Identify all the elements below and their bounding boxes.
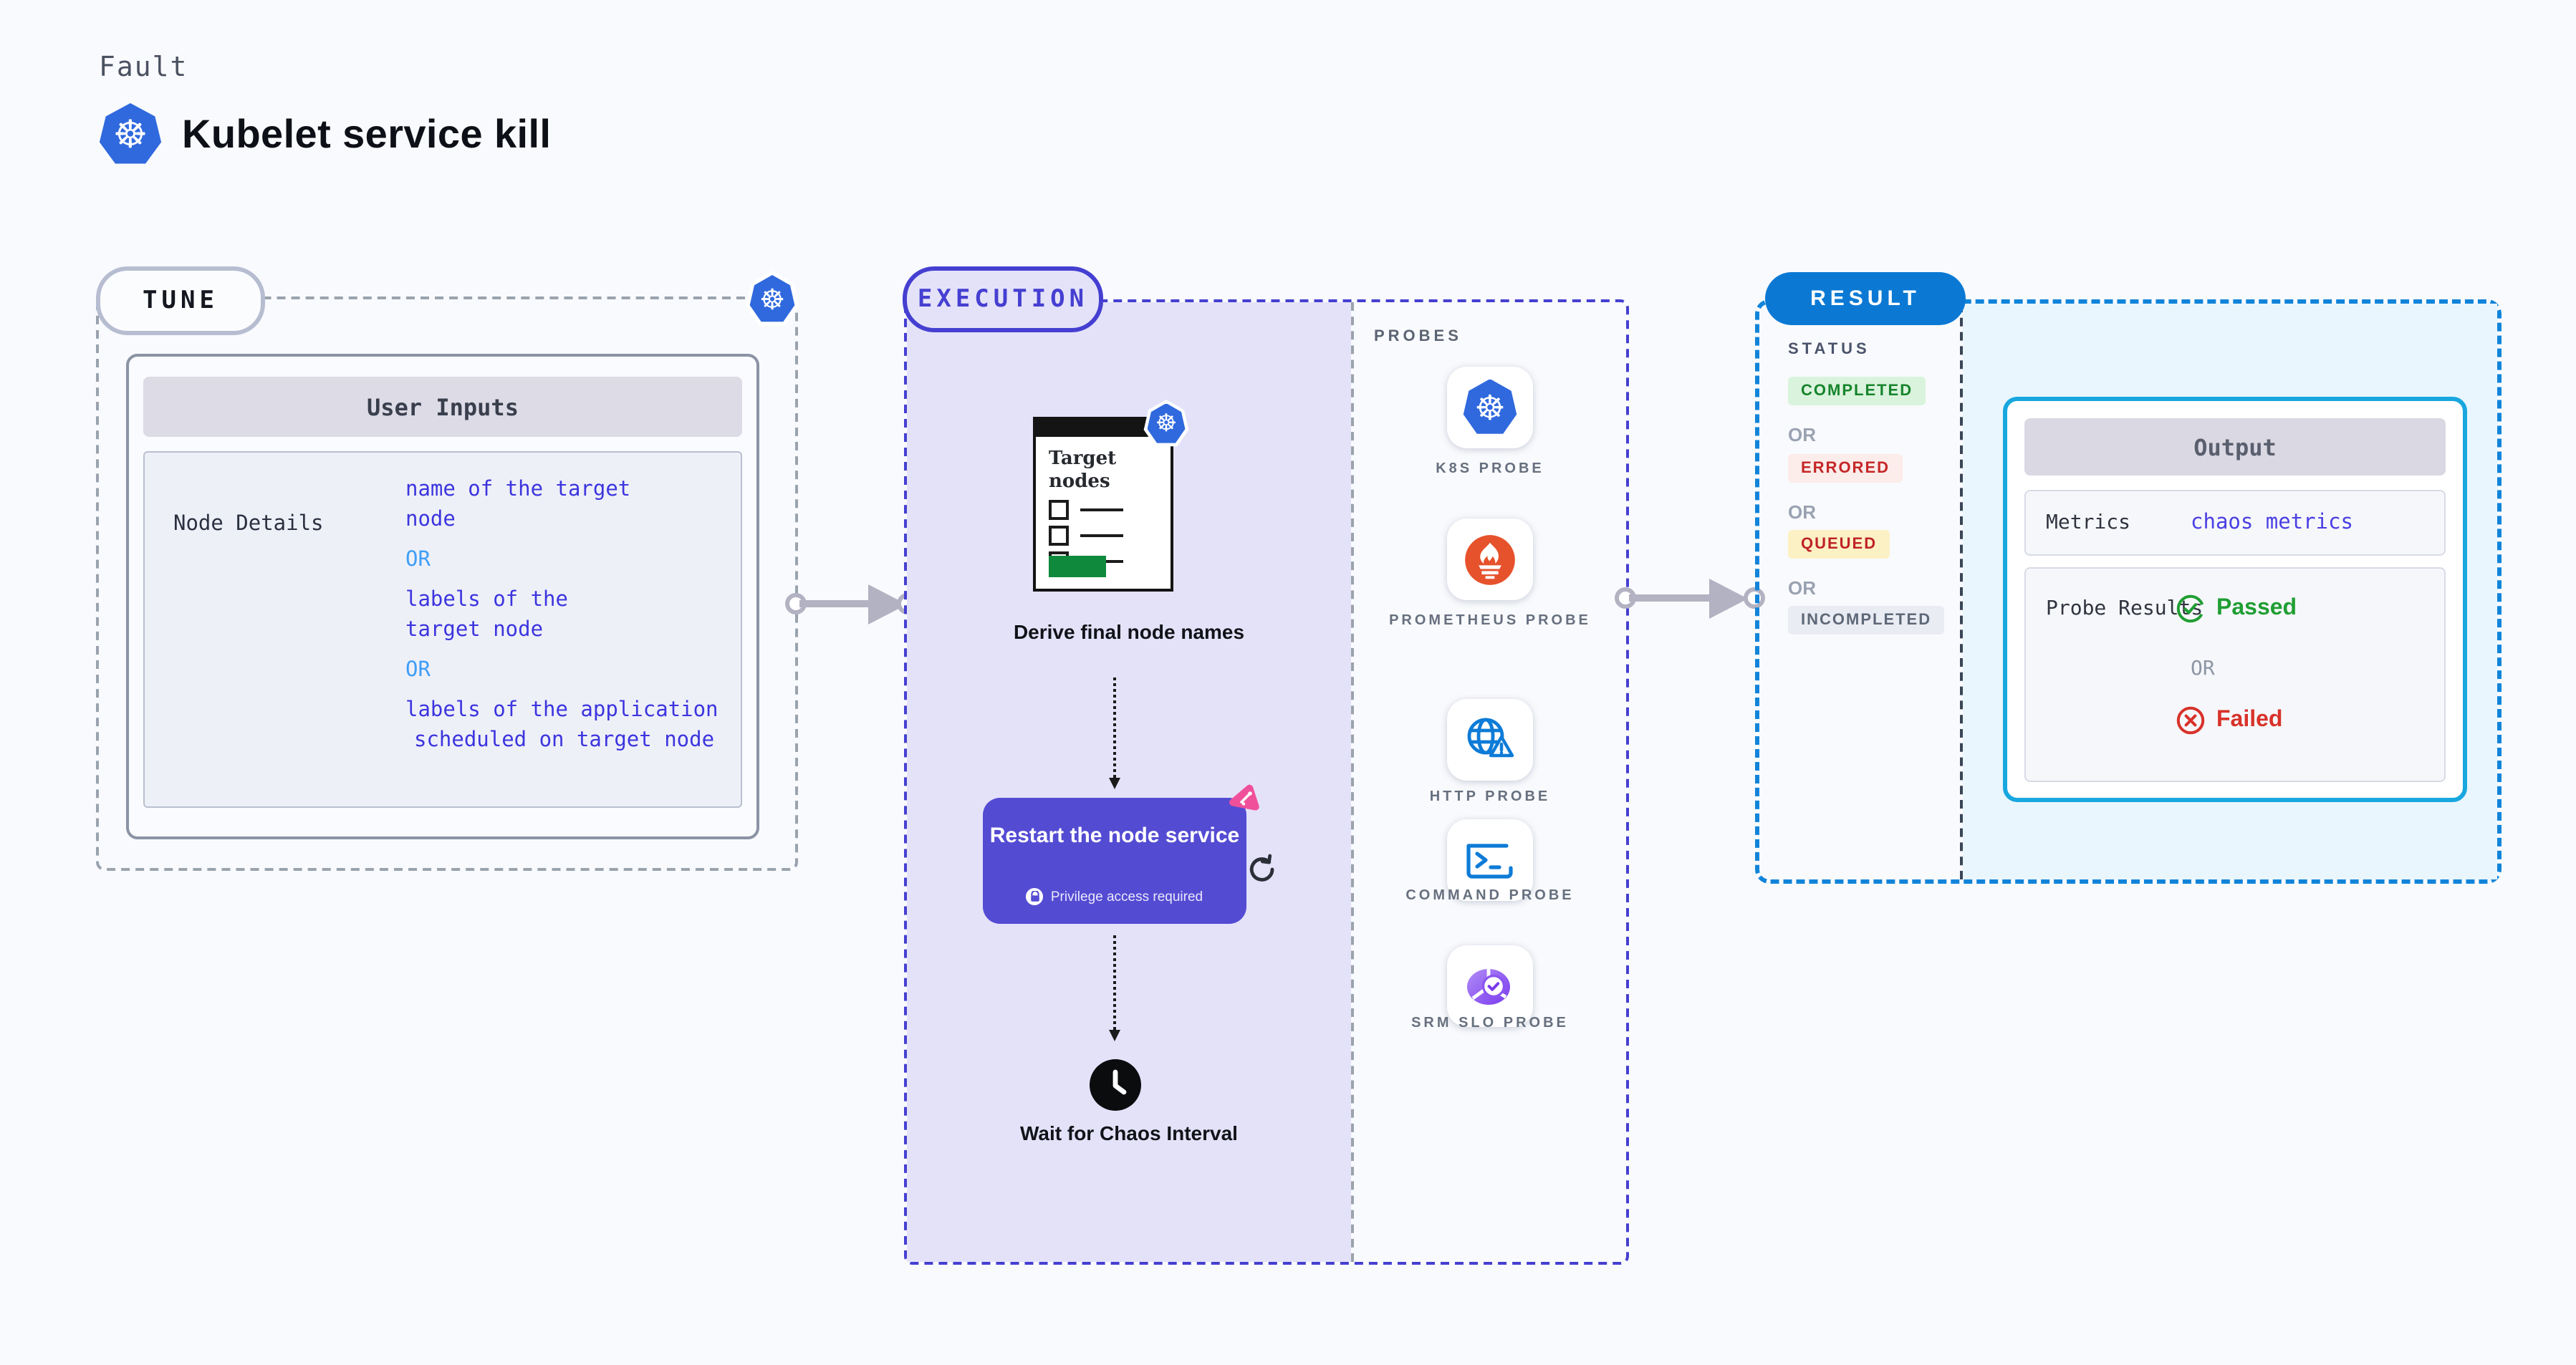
result-pill: RESULT xyxy=(1765,272,1966,325)
probe-card-prometheus xyxy=(1447,518,1533,600)
restart-step-label: Restart the node service xyxy=(989,824,1240,848)
metrics-value: chaos metrics xyxy=(2191,511,2354,534)
globe-warning-icon xyxy=(1467,717,1514,757)
node-checkbox-row xyxy=(1049,526,1123,546)
probe-card-k8s: ☸ xyxy=(1447,367,1533,448)
status-badge-incompleted: INCOMPLETED xyxy=(1788,606,1945,635)
execution-panel: Target nodes ☸ Derive final node names R… xyxy=(907,302,1351,1262)
retry-loop-icon xyxy=(1245,852,1279,894)
target-nodes-title: Target nodes xyxy=(1049,448,1117,493)
confirm-button-shape xyxy=(1049,556,1106,577)
user-inputs-card: User Inputs Node Details name of the tar… xyxy=(126,354,759,839)
input-row-values: name of the target node OR labels of the… xyxy=(405,476,719,756)
probes-label: PROBES xyxy=(1374,328,1462,345)
clock-icon xyxy=(1089,1058,1142,1119)
value-line: labels of the application xyxy=(405,699,719,722)
kubernetes-icon: ☸ xyxy=(745,271,799,328)
target-nodes-window: Target nodes xyxy=(1032,416,1174,592)
tune-section xyxy=(96,296,798,871)
execution-section: Target nodes ☸ Derive final node names R… xyxy=(904,299,1629,1265)
probe-results-row: Probe Results Passed OR Failed xyxy=(2024,567,2446,782)
privilege-note-text: Privilege access required xyxy=(1050,889,1203,905)
user-inputs-rows: Node Details name of the target node OR … xyxy=(143,451,742,808)
or-separator: OR xyxy=(1788,424,1816,445)
user-inputs-header: User Inputs xyxy=(143,377,742,437)
or-separator: OR xyxy=(405,659,431,682)
output-header: Output xyxy=(2024,418,2446,476)
probe-passed: Passed xyxy=(2176,594,2297,623)
x-circle-icon xyxy=(2176,706,2205,735)
metrics-row: Metrics chaos metrics xyxy=(2024,490,2446,556)
probe-failed: Failed xyxy=(2176,706,2282,735)
status-badge-queued: QUEUED xyxy=(1788,530,1890,559)
status-badge-completed: COMPLETED xyxy=(1788,377,1926,405)
fault-kind-label: Fault xyxy=(99,52,188,83)
wait-chaos-interval-step: Wait for Chaos Interval xyxy=(1020,1122,1238,1144)
page-title-row: ☸ Kubelet service kill xyxy=(99,103,551,166)
probe-name: COMMAND PROBE xyxy=(1405,888,1575,904)
lock-icon xyxy=(1026,888,1044,905)
probe-name: SRM SLO PROBE xyxy=(1411,1016,1569,1031)
passed-text: Passed xyxy=(2216,596,2297,620)
probes-panel: PROBES ☸ K8S PROBE PROMETHEUS PROBE xyxy=(1351,302,1626,1262)
or-separator: OR xyxy=(2191,657,2215,680)
probe-results-label: Probe Results xyxy=(2046,597,2203,620)
prometheus-icon xyxy=(1465,534,1515,584)
flow-connector xyxy=(1109,677,1120,789)
probe-name: PROMETHEUS PROBE xyxy=(1389,613,1591,629)
probe-card-http xyxy=(1447,699,1533,781)
value-line: labels of the xyxy=(405,589,568,612)
check-circle-icon xyxy=(2176,594,2205,623)
or-separator: OR xyxy=(405,549,431,571)
flow-connector xyxy=(1109,935,1120,1041)
or-separator: OR xyxy=(1788,501,1816,523)
execution-pill: EXECUTION xyxy=(903,266,1103,332)
probe-card-command xyxy=(1447,819,1533,901)
tune-pill: TUNE xyxy=(96,266,265,335)
kubernetes-icon: ☸ xyxy=(99,103,162,166)
restart-node-service-step: Restart the node service Privilege acces… xyxy=(983,784,1259,924)
chaos-fault-icon xyxy=(1228,782,1262,824)
flow-arrow xyxy=(1615,578,1765,618)
kubernetes-icon: ☸ xyxy=(1463,379,1517,434)
value-line: target node xyxy=(405,619,544,642)
status-label: STATUS xyxy=(1788,341,1870,358)
probe-card-srm-slo xyxy=(1447,945,1533,1027)
value-line: name of the target xyxy=(405,478,631,501)
result-section: STATUS COMPLETED OR ERRORED OR QUEUED OR… xyxy=(1755,299,2501,884)
derive-node-names-step: Derive final node names xyxy=(1013,620,1245,643)
value-line: node xyxy=(405,508,456,531)
kubernetes-icon: ☸ xyxy=(1143,400,1189,448)
terminal-icon xyxy=(1466,843,1513,878)
failed-text: Failed xyxy=(2216,708,2283,732)
status-badge-errored: ERRORED xyxy=(1788,454,1903,483)
slo-pie-check-icon xyxy=(1467,967,1510,1004)
output-card: Output Metrics chaos metrics Probe Resul… xyxy=(2003,397,2467,802)
probe-name: K8S PROBE xyxy=(1436,461,1544,477)
result-divider xyxy=(1960,304,1963,879)
value-line: scheduled on target node xyxy=(414,729,715,752)
page-title: Kubelet service kill xyxy=(182,112,552,156)
probe-name: HTTP PROBE xyxy=(1429,789,1551,805)
flow-arrow xyxy=(785,584,918,624)
metrics-label: Metrics xyxy=(2046,511,2131,534)
or-separator: OR xyxy=(1788,577,1816,599)
node-checkbox-row xyxy=(1049,500,1123,520)
privilege-note: Privilege access required xyxy=(983,888,1246,905)
input-row-label: Node Details xyxy=(173,513,324,536)
